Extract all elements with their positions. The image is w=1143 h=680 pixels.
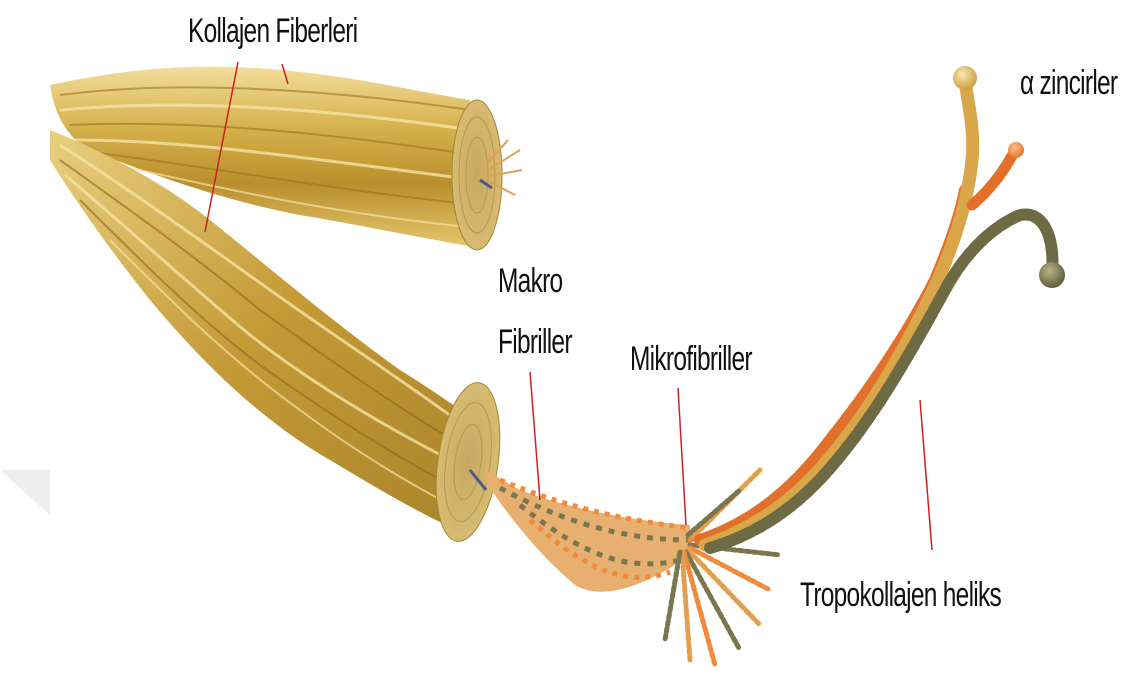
label-makro-line1: Makro — [498, 264, 562, 298]
label-kollajen-fiberleri: Kollajen Fiberleri — [188, 14, 357, 48]
leader-line-tropokollajen — [920, 400, 932, 550]
macrofibril-cone — [485, 470, 690, 592]
leader-line-mikro — [678, 388, 686, 525]
decorative-shadow-triangle — [0, 470, 50, 515]
leader-line-makro — [530, 372, 540, 500]
label-mikrofibriller: Mikrofibriller — [630, 342, 752, 376]
label-tropokollajen-heliks: Tropokollajen heliks — [800, 578, 1001, 612]
label-makro-line2: Fibriller — [498, 325, 572, 359]
label-alpha-zincirler: α zincirler — [1020, 66, 1117, 100]
microfibril-strands — [665, 470, 780, 665]
